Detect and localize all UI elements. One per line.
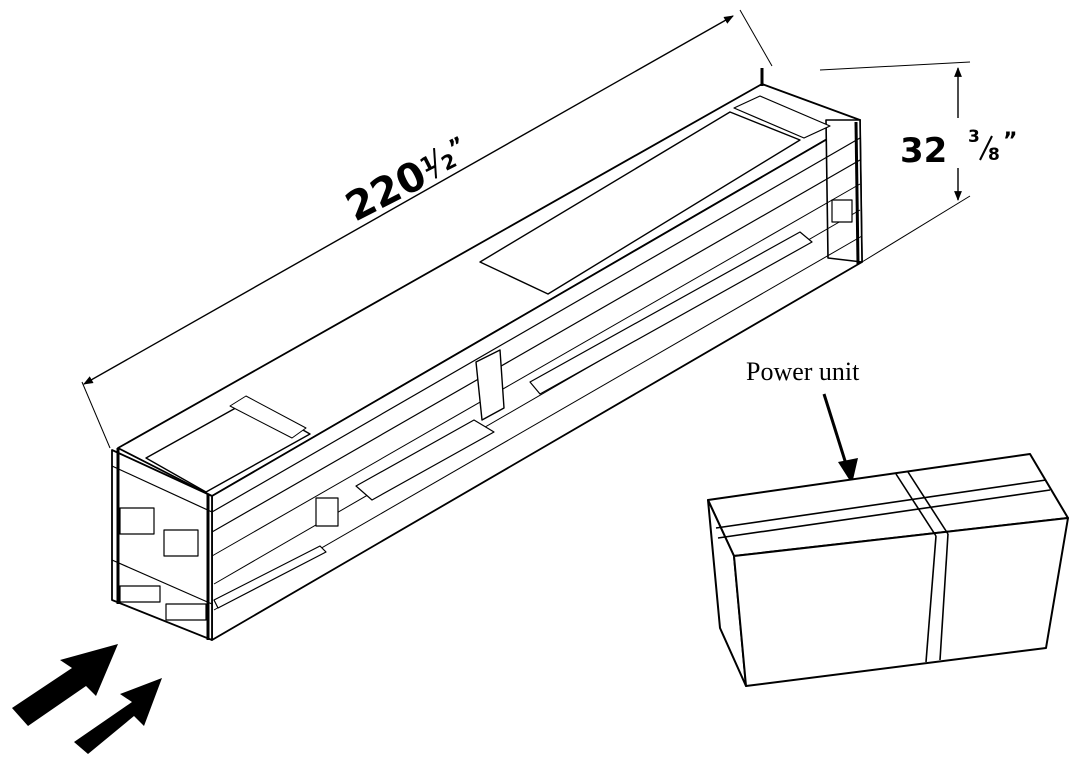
height-dimension: 32 3 8 ” [819,61,1017,263]
center-bracket [475,349,505,421]
length-extension-left [81,381,111,449]
height-denominator: 8 [988,145,1000,165]
lower-plate [355,419,495,501]
strap-cross-top-2 [907,471,949,535]
box-front [733,517,1069,687]
arrow-down-icon [822,393,858,484]
cover-plate-2 [479,111,801,295]
height-fraction-bar [979,135,993,161]
height-extension-bottom [861,195,971,263]
rear-post [854,121,860,265]
frame-foot-1 [119,585,161,603]
mount-block-1 [315,497,339,527]
rail-line-3 [211,183,861,557]
power-unit-label: Power unit [746,357,860,386]
frame-foot-2 [165,603,207,621]
length-extension-right [739,9,773,67]
height-unit: ” [1003,129,1017,154]
cylinder-rod [529,231,813,395]
lift-assembly [111,68,863,641]
length-dimension-line [83,15,734,385]
strap-cross-front-1 [925,535,937,663]
double-arrow-icon [12,644,162,754]
strap-cross-top-1 [895,473,937,537]
direction-arrow-2 [74,678,162,754]
frame-panel-2 [163,529,199,557]
lift-rear-frame [825,119,863,263]
strap-long-1 [715,479,1047,529]
frame-crossbar-2 [111,559,213,605]
height-numerator: 3 [968,127,980,147]
strap-cross-front-2 [939,533,949,661]
strap-long-2 [717,489,1051,539]
height-extension-top [819,61,971,71]
power-unit: Power unit [707,357,1069,687]
frame-panel-1 [119,507,155,535]
length-fraction-bar [433,147,438,179]
ramp-plate [213,545,327,609]
frame-crossbar-1 [111,465,213,513]
power-unit-box [707,453,1069,687]
direction-arrow-1 [12,644,118,726]
rail-line-1 [211,137,861,513]
rail-line-2 [211,159,861,533]
height-value: 32 [900,131,947,171]
cover-plate-3 [733,95,831,139]
cover-plate-1-edge [229,395,307,439]
mount-block-2 [831,199,853,223]
